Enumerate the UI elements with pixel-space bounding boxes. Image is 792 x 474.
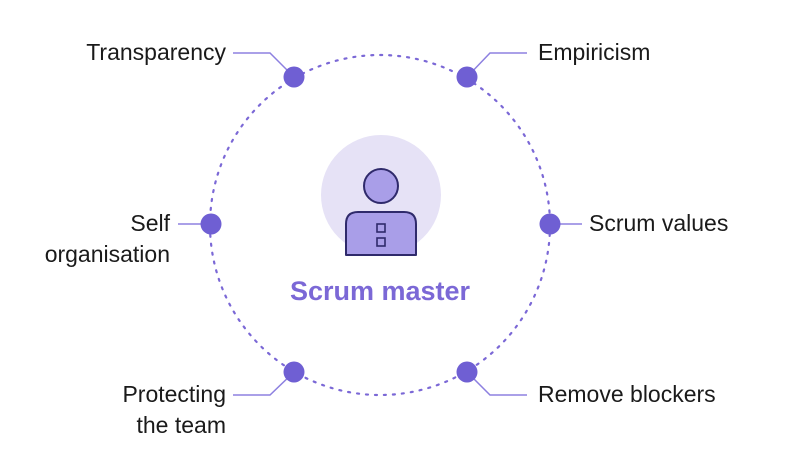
node-transparency	[283, 66, 305, 88]
person-icon-body	[345, 211, 417, 256]
leader-line-empiricism	[466, 52, 527, 78]
label-empiricism-line-1: Empiricism	[538, 39, 651, 65]
person-icon-button-bottom	[376, 237, 386, 247]
person-icon-head	[363, 168, 399, 204]
label-self-organisation-line-2: organisation	[44, 241, 170, 267]
label-protecting-the-team-line-1: Protecting	[122, 381, 226, 407]
node-protecting-the-team	[283, 361, 305, 383]
node-empiricism	[456, 66, 478, 88]
node-scrum-values	[539, 213, 561, 235]
label-remove-blockers-line-1: Remove blockers	[538, 381, 716, 407]
node-remove-blockers	[456, 361, 478, 383]
node-self-organisation	[200, 213, 222, 235]
leader-line-protecting-the-team	[233, 371, 295, 396]
label-self-organisation: Self organisation	[45, 208, 170, 270]
label-protecting-the-team: Protecting the team	[122, 379, 226, 441]
label-scrum-values-line-1: Scrum values	[589, 210, 729, 236]
label-remove-blockers: Remove blockers	[538, 379, 716, 410]
label-transparency-line-1: Transparency	[86, 39, 226, 65]
person-icon	[321, 135, 441, 256]
leader-line-remove-blockers	[466, 371, 527, 396]
label-transparency: Transparency	[86, 37, 226, 68]
label-empiricism: Empiricism	[538, 37, 650, 68]
person-icon-button-top	[376, 223, 386, 233]
center-title: Scrum master	[289, 276, 471, 306]
label-protecting-the-team-line-2: the team	[136, 412, 227, 438]
leader-line-transparency	[233, 52, 295, 78]
label-scrum-values: Scrum values	[589, 208, 728, 239]
label-self-organisation-line-1: Self	[130, 210, 170, 236]
